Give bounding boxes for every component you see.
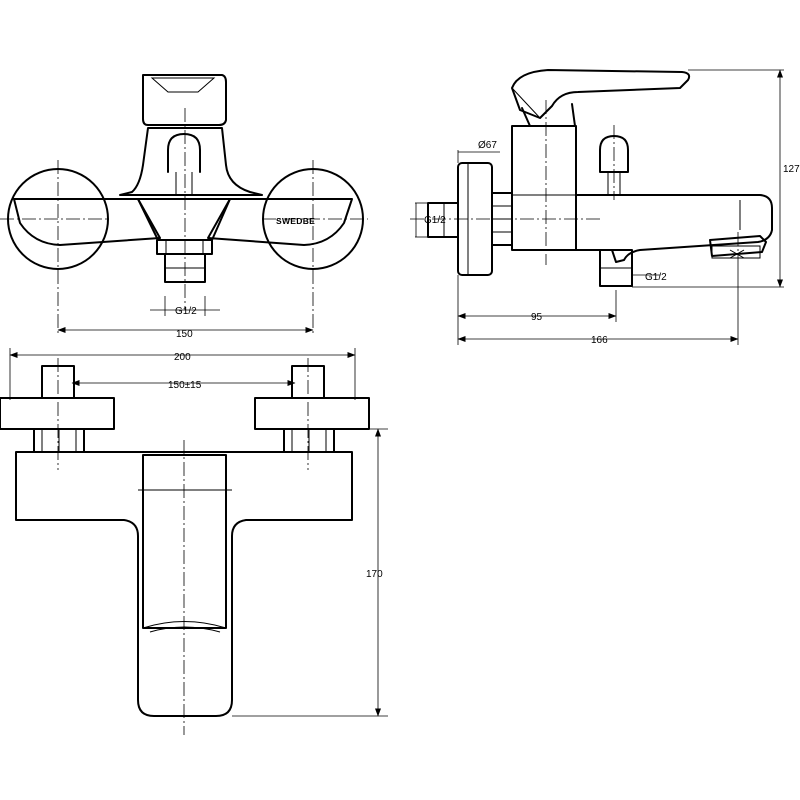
side-handle-lever bbox=[511, 69, 691, 119]
side-spout bbox=[575, 194, 773, 263]
total-depth-dim: 166 bbox=[591, 335, 608, 346]
connecting-bar bbox=[13, 198, 161, 246]
mixer-body bbox=[119, 127, 263, 196]
side-mixer-body bbox=[511, 125, 577, 251]
top-left-flange bbox=[0, 397, 115, 430]
brand-text: SWEDBE bbox=[276, 216, 315, 226]
outlet-nut bbox=[156, 239, 213, 255]
side-view: Ø67 G1/2 G1/2 127 95 166 bbox=[410, 69, 800, 346]
top-inlet-spacing-dim: 150±15 bbox=[168, 380, 202, 391]
flange-diameter-dim: Ø67 bbox=[478, 140, 497, 151]
side-height-dim: 127 bbox=[783, 164, 800, 175]
front-view: SWEDBE G1/2 150 bbox=[0, 74, 368, 340]
side-inlet-thread bbox=[427, 202, 459, 238]
front-outlet-thread-dim: G1/2 bbox=[175, 306, 197, 317]
top-spout bbox=[142, 454, 227, 629]
wall-to-outlet-dim: 95 bbox=[531, 312, 543, 323]
front-spout bbox=[137, 198, 231, 241]
side-outlet-thread-dim: G1/2 bbox=[645, 272, 667, 283]
diverter-knob bbox=[167, 133, 201, 173]
total-width-dim: 200 bbox=[174, 352, 191, 363]
front-handle bbox=[142, 74, 227, 126]
top-right-flange bbox=[254, 397, 370, 430]
front-inlet-spacing-dim: 150 bbox=[176, 329, 193, 340]
side-connector-nut bbox=[491, 192, 513, 246]
top-view: 200 150±15 170 bbox=[0, 348, 388, 735]
top-mixer-body bbox=[15, 451, 353, 717]
side-inlet-thread-dim: G1/2 bbox=[424, 215, 446, 226]
top-depth-dim: 170 bbox=[366, 569, 383, 580]
